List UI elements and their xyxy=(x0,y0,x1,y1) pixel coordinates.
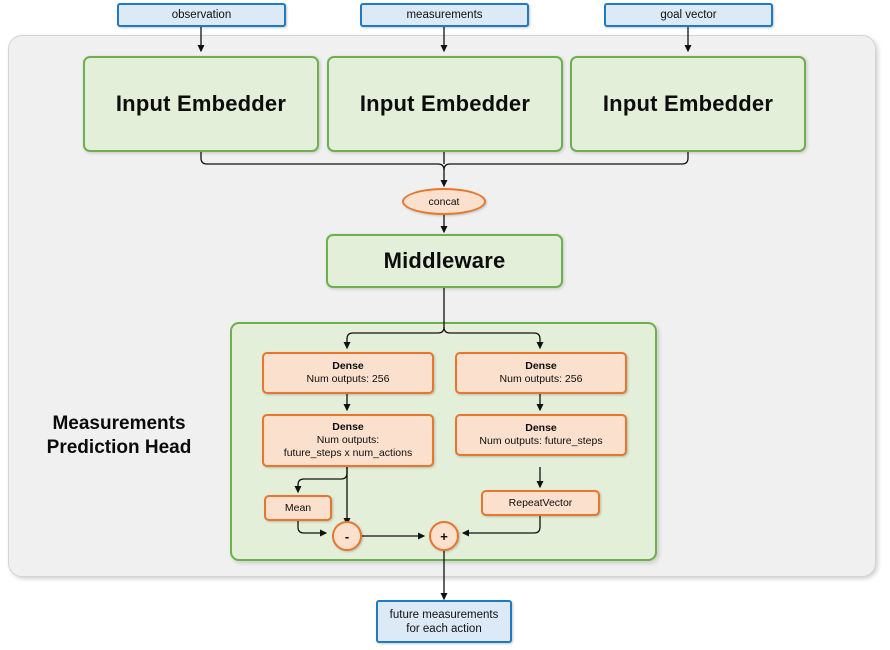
right-dense-2-outputs: Num outputs: future_steps xyxy=(479,435,603,447)
left-dense-256[interactable]: Dense Num outputs: 256 xyxy=(262,352,434,394)
add-label: + xyxy=(440,528,448,544)
right-dense-256[interactable]: Dense Num outputs: 256 xyxy=(455,352,627,394)
left-dense-2-outputs-value: future_steps x num_actions xyxy=(283,447,413,459)
input-embedder-measurements-label: Input Embedder xyxy=(359,91,531,116)
output-line2: for each action xyxy=(406,622,482,635)
input-observation[interactable]: observation xyxy=(117,3,286,27)
prediction-head-title-line1: Measurements xyxy=(52,413,186,434)
left-dense-256-title: Dense xyxy=(332,360,364,372)
prediction-head-title-line2: Prediction Head xyxy=(46,437,192,458)
input-observation-label: observation xyxy=(171,9,232,21)
input-embedder-goal-vector[interactable]: Input Embedder xyxy=(570,56,806,152)
concat-node[interactable]: concat xyxy=(402,188,486,215)
input-goal-vector[interactable]: goal vector xyxy=(604,3,773,27)
middleware-label: Middleware xyxy=(383,248,506,273)
right-dense-256-title: Dense xyxy=(525,360,557,372)
repeat-vector-node[interactable]: RepeatVector xyxy=(481,490,600,516)
input-measurements-label: measurements xyxy=(406,9,483,21)
middleware-block[interactable]: Middleware xyxy=(326,234,563,288)
repeat-vector-label: RepeatVector xyxy=(508,496,573,509)
add-node[interactable]: + xyxy=(429,521,459,551)
left-dense-2-outputs-label: Num outputs: xyxy=(316,434,380,446)
input-embedder-goal-vector-label: Input Embedder xyxy=(602,91,774,116)
left-dense-256-outputs: Num outputs: 256 xyxy=(306,373,390,385)
subtract-label: - xyxy=(344,528,350,544)
left-dense-future-steps-num-actions[interactable]: Dense Num outputs: future_steps x num_ac… xyxy=(262,414,434,467)
left-dense-2-title: Dense xyxy=(332,421,364,433)
prediction-head-title: Measurements Prediction Head xyxy=(14,412,224,460)
input-measurements[interactable]: measurements xyxy=(360,3,529,27)
input-embedder-observation[interactable]: Input Embedder xyxy=(83,56,319,152)
input-embedder-observation-label: Input Embedder xyxy=(115,91,287,116)
right-dense-future-steps[interactable]: Dense Num outputs: future_steps xyxy=(455,414,627,456)
right-dense-256-outputs: Num outputs: 256 xyxy=(499,373,583,385)
output-line1: future measurements xyxy=(389,608,499,621)
input-goal-vector-label: goal vector xyxy=(660,9,717,21)
input-embedder-measurements[interactable]: Input Embedder xyxy=(327,56,563,152)
concat-label: concat xyxy=(428,195,460,208)
mean-node[interactable]: Mean xyxy=(264,495,332,521)
mean-label: Mean xyxy=(284,501,312,514)
right-dense-2-title: Dense xyxy=(525,422,557,434)
subtract-node[interactable]: - xyxy=(332,521,362,551)
output-future-measurements[interactable]: future measurements for each action xyxy=(376,600,512,643)
